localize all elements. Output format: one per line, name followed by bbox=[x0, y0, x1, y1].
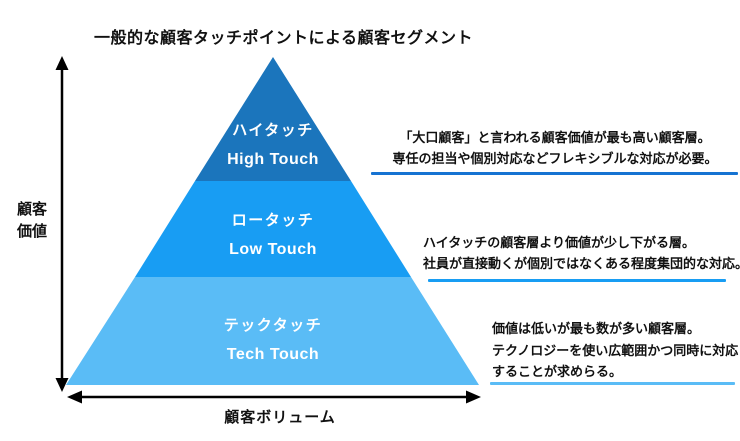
y-axis-label-line2: 価値 bbox=[16, 222, 47, 240]
y-axis-arrow bbox=[55, 56, 69, 392]
annotation-low-touch-line1: ハイタッチの顧客層より価値が少し下がる層。 bbox=[423, 235, 695, 250]
tier-label-low-touch-jp: ロータッチ bbox=[231, 212, 315, 229]
tier-label-high-touch-jp: ハイタッチ bbox=[232, 122, 314, 139]
tier-low-touch-shape bbox=[135, 181, 411, 277]
annotation-high-touch-line1: 「大口顧客」と言われる顧客価値が最も高い顧客層。 bbox=[399, 130, 711, 145]
tier-label-low-touch-en: Low Touch bbox=[229, 241, 317, 258]
annotation-high-touch-underline bbox=[371, 172, 738, 175]
x-axis-arrow bbox=[67, 390, 481, 404]
tier-label-tech-touch: テックタッチ Tech Touch bbox=[143, 311, 403, 369]
y-axis-label-line1: 顧客 bbox=[16, 201, 47, 218]
tier-label-tech-touch-jp: テックタッチ bbox=[223, 317, 323, 334]
x-axis-label: 顧客ボリューム bbox=[224, 409, 336, 426]
diagram-title: 一般的な顧客タッチポイントによる顧客セグメント bbox=[94, 30, 474, 47]
annotation-low-touch: ハイタッチの顧客層より価値が少し下がる層。 社員が直接動くが個別ではなくある程度… bbox=[423, 232, 740, 274]
annotation-low-touch-line2: 社員が直接動くが個別ではなくある程度集団的な対応。 bbox=[423, 256, 740, 271]
annotation-tech-touch-line2: テクノロジーを使い広範囲かつ同時に対応 bbox=[492, 342, 739, 358]
annotation-tech-touch-line3: することが求めらる。 bbox=[492, 364, 623, 379]
y-axis-label: 顧客 価値 bbox=[6, 199, 58, 242]
tier-label-tech-touch-en: Tech Touch bbox=[226, 346, 320, 363]
tier-label-high-touch: ハイタッチ High Touch bbox=[143, 116, 403, 174]
annotation-high-touch-line2: 専任の担当や個別対応などフレキシブルな対応が必要。 bbox=[392, 151, 718, 166]
annotation-tech-touch-line1: 価値は低いが最も数が多い顧客層。 bbox=[492, 321, 701, 336]
annotation-tech-touch: 価値は低いが最も数が多い顧客層。 テクノロジーを使い広範囲かつ同時に対応 するこ… bbox=[492, 318, 738, 383]
annotation-low-touch-underline bbox=[428, 279, 726, 282]
tier-high-touch-shape bbox=[195, 57, 351, 181]
annotation-high-touch: 「大口顧客」と言われる顧客価値が最も高い顧客層。 専任の担当や個別対応などフレキ… bbox=[372, 127, 738, 169]
tier-label-high-touch-en: High Touch bbox=[227, 151, 319, 168]
tier-label-low-touch: ロータッチ Low Touch bbox=[143, 206, 403, 264]
tier-tech-touch-shape bbox=[66, 277, 479, 385]
annotation-tech-touch-underline bbox=[490, 382, 735, 385]
